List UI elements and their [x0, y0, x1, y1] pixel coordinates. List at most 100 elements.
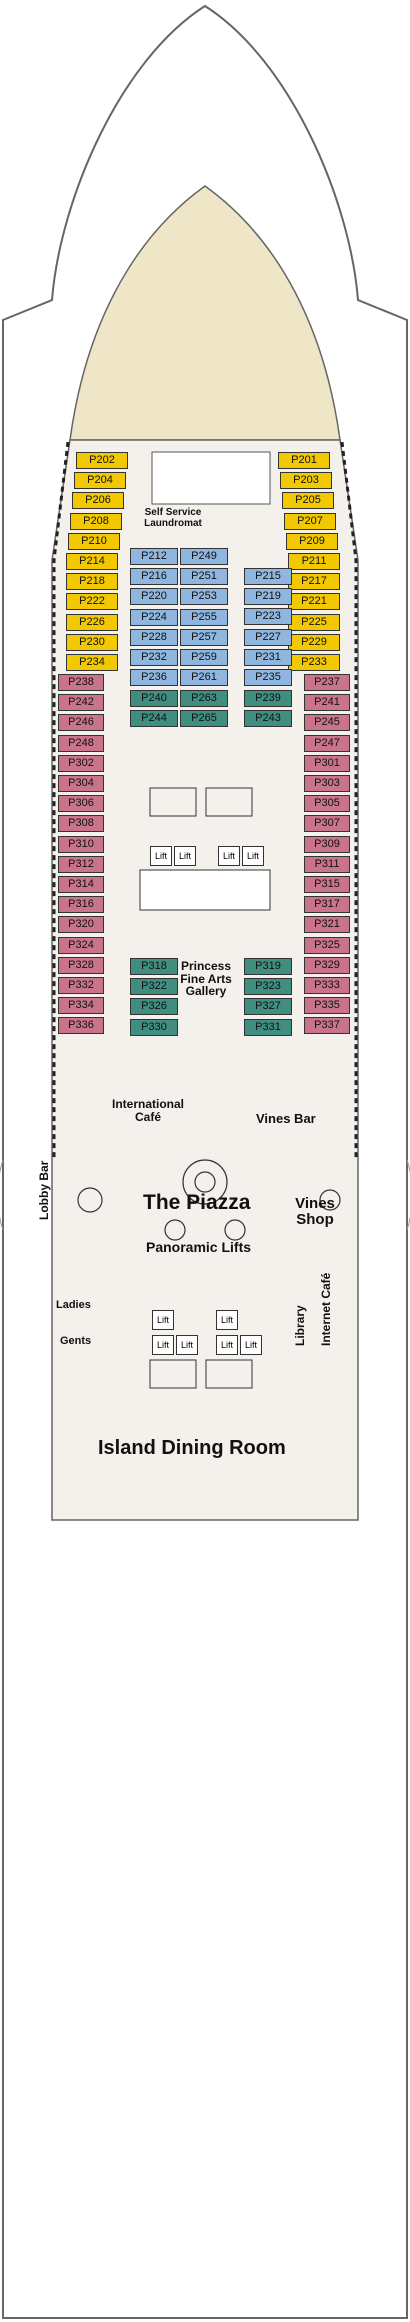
- cabin-p226[interactable]: P226: [66, 613, 118, 631]
- cabin-p207[interactable]: P207: [284, 512, 336, 530]
- cabin-p225[interactable]: P225: [288, 613, 340, 631]
- cabin-p218[interactable]: P218: [66, 573, 118, 591]
- cabin-p316[interactable]: P316: [58, 896, 104, 914]
- cabin-p311[interactable]: P311: [304, 855, 350, 873]
- cabin-p236[interactable]: P236: [130, 669, 178, 687]
- cabin-p209[interactable]: P209: [286, 532, 338, 550]
- cabin-p237[interactable]: P237: [304, 674, 350, 691]
- starboard-edge-dashes: [340, 441, 358, 1160]
- cabin-p305[interactable]: P305: [304, 795, 350, 813]
- cabin-p247[interactable]: P247: [304, 734, 350, 752]
- cabin-p322[interactable]: P322: [130, 978, 178, 996]
- cabin-p251[interactable]: P251: [180, 568, 228, 586]
- lift-3: Lift: [218, 846, 240, 866]
- cabin-p255[interactable]: P255: [180, 608, 228, 626]
- cabin-p332[interactable]: P332: [58, 977, 104, 994]
- cabin-p265[interactable]: P265: [180, 710, 228, 728]
- cabin-p221[interactable]: P221: [288, 593, 340, 611]
- cabin-p337[interactable]: P337: [304, 1017, 350, 1035]
- cabin-p201[interactable]: P201: [278, 452, 330, 469]
- cabin-p307[interactable]: P307: [304, 815, 350, 833]
- cabin-p245[interactable]: P245: [304, 714, 350, 732]
- cabin-p212[interactable]: P212: [130, 548, 178, 565]
- cabin-p205[interactable]: P205: [282, 492, 334, 510]
- cabin-p302[interactable]: P302: [58, 754, 104, 772]
- cabin-p331[interactable]: P331: [244, 1018, 292, 1036]
- cabin-p319[interactable]: P319: [244, 958, 292, 975]
- cabin-p219[interactable]: P219: [244, 588, 292, 606]
- cabin-p318[interactable]: P318: [130, 958, 178, 975]
- cabin-p227[interactable]: P227: [244, 628, 292, 646]
- cabin-p223[interactable]: P223: [244, 608, 292, 626]
- cabin-p303[interactable]: P303: [304, 775, 350, 792]
- cabin-p326[interactable]: P326: [130, 998, 178, 1016]
- cabin-p244[interactable]: P244: [130, 710, 178, 728]
- cabin-p257[interactable]: P257: [180, 628, 228, 646]
- cabin-p321[interactable]: P321: [304, 916, 350, 934]
- piazza-furniture: [77, 1159, 341, 1241]
- cabin-p336[interactable]: P336: [58, 1017, 104, 1035]
- cabin-p214[interactable]: P214: [66, 553, 118, 570]
- cabin-p323[interactable]: P323: [244, 978, 292, 996]
- cabin-p229[interactable]: P229: [288, 633, 340, 651]
- cabin-p253[interactable]: P253: [180, 588, 228, 606]
- cabin-p248[interactable]: P248: [58, 734, 104, 752]
- cabin-p310[interactable]: P310: [58, 835, 104, 853]
- cabin-p325[interactable]: P325: [304, 936, 350, 954]
- cabin-p211[interactable]: P211: [288, 553, 340, 570]
- cabin-p228[interactable]: P228: [130, 628, 178, 646]
- cabin-p234[interactable]: P234: [66, 654, 118, 671]
- lift-1: Lift: [150, 846, 172, 866]
- cabin-p210[interactable]: P210: [68, 532, 120, 550]
- cabin-p224[interactable]: P224: [130, 608, 178, 626]
- cabin-p220[interactable]: P220: [130, 588, 178, 606]
- cabin-p309[interactable]: P309: [304, 835, 350, 853]
- cabin-p327[interactable]: P327: [244, 998, 292, 1016]
- cabin-p239[interactable]: P239: [244, 690, 292, 707]
- cabin-p216[interactable]: P216: [130, 568, 178, 586]
- cabin-p202[interactable]: P202: [76, 452, 128, 469]
- cabin-p308[interactable]: P308: [58, 815, 104, 833]
- cabin-p335[interactable]: P335: [304, 997, 350, 1015]
- cabin-p333[interactable]: P333: [304, 977, 350, 994]
- cabin-p204[interactable]: P204: [74, 472, 126, 490]
- cabin-p233[interactable]: P233: [288, 654, 340, 671]
- cabin-p249[interactable]: P249: [180, 548, 228, 565]
- cabin-p328[interactable]: P328: [58, 956, 104, 974]
- cabin-p240[interactable]: P240: [130, 690, 178, 707]
- cabin-p203[interactable]: P203: [280, 472, 332, 490]
- cabin-p306[interactable]: P306: [58, 795, 104, 813]
- cabin-p206[interactable]: P206: [72, 492, 124, 510]
- cabin-p261[interactable]: P261: [180, 669, 228, 687]
- cabin-p329[interactable]: P329: [304, 956, 350, 974]
- cabin-p230[interactable]: P230: [66, 633, 118, 651]
- cabin-p312[interactable]: P312: [58, 855, 104, 873]
- cabin-p222[interactable]: P222: [66, 593, 118, 611]
- cabin-p235[interactable]: P235: [244, 669, 292, 686]
- cabin-p324[interactable]: P324: [58, 936, 104, 954]
- cabin-p304[interactable]: P304: [58, 775, 104, 792]
- cabin-p215[interactable]: P215: [244, 568, 292, 585]
- cabin-p314[interactable]: P314: [58, 876, 104, 893]
- cabin-p301[interactable]: P301: [304, 754, 350, 772]
- cabin-p320[interactable]: P320: [58, 916, 104, 934]
- cabin-p334[interactable]: P334: [58, 997, 104, 1015]
- cabin-p242[interactable]: P242: [58, 694, 104, 712]
- lobby-bar-label: Lobby Bar: [37, 1160, 51, 1220]
- cabin-p238[interactable]: P238: [58, 674, 104, 691]
- cabin-p246[interactable]: P246: [58, 714, 104, 732]
- cabin-p243[interactable]: P243: [244, 710, 292, 728]
- ladies-label: Ladies: [56, 1299, 91, 1311]
- cabin-p259[interactable]: P259: [180, 649, 228, 666]
- cabin-p241[interactable]: P241: [304, 694, 350, 712]
- cabin-p208[interactable]: P208: [70, 512, 122, 530]
- cabin-p231[interactable]: P231: [244, 648, 292, 666]
- atrium-box: [139, 869, 271, 911]
- cabin-p263[interactable]: P263: [180, 690, 228, 707]
- cabin-p317[interactable]: P317: [304, 896, 350, 914]
- cabin-p330[interactable]: P330: [130, 1018, 178, 1036]
- cabin-p217[interactable]: P217: [288, 573, 340, 591]
- cabin-p315[interactable]: P315: [304, 876, 350, 893]
- cabin-p232[interactable]: P232: [130, 649, 178, 666]
